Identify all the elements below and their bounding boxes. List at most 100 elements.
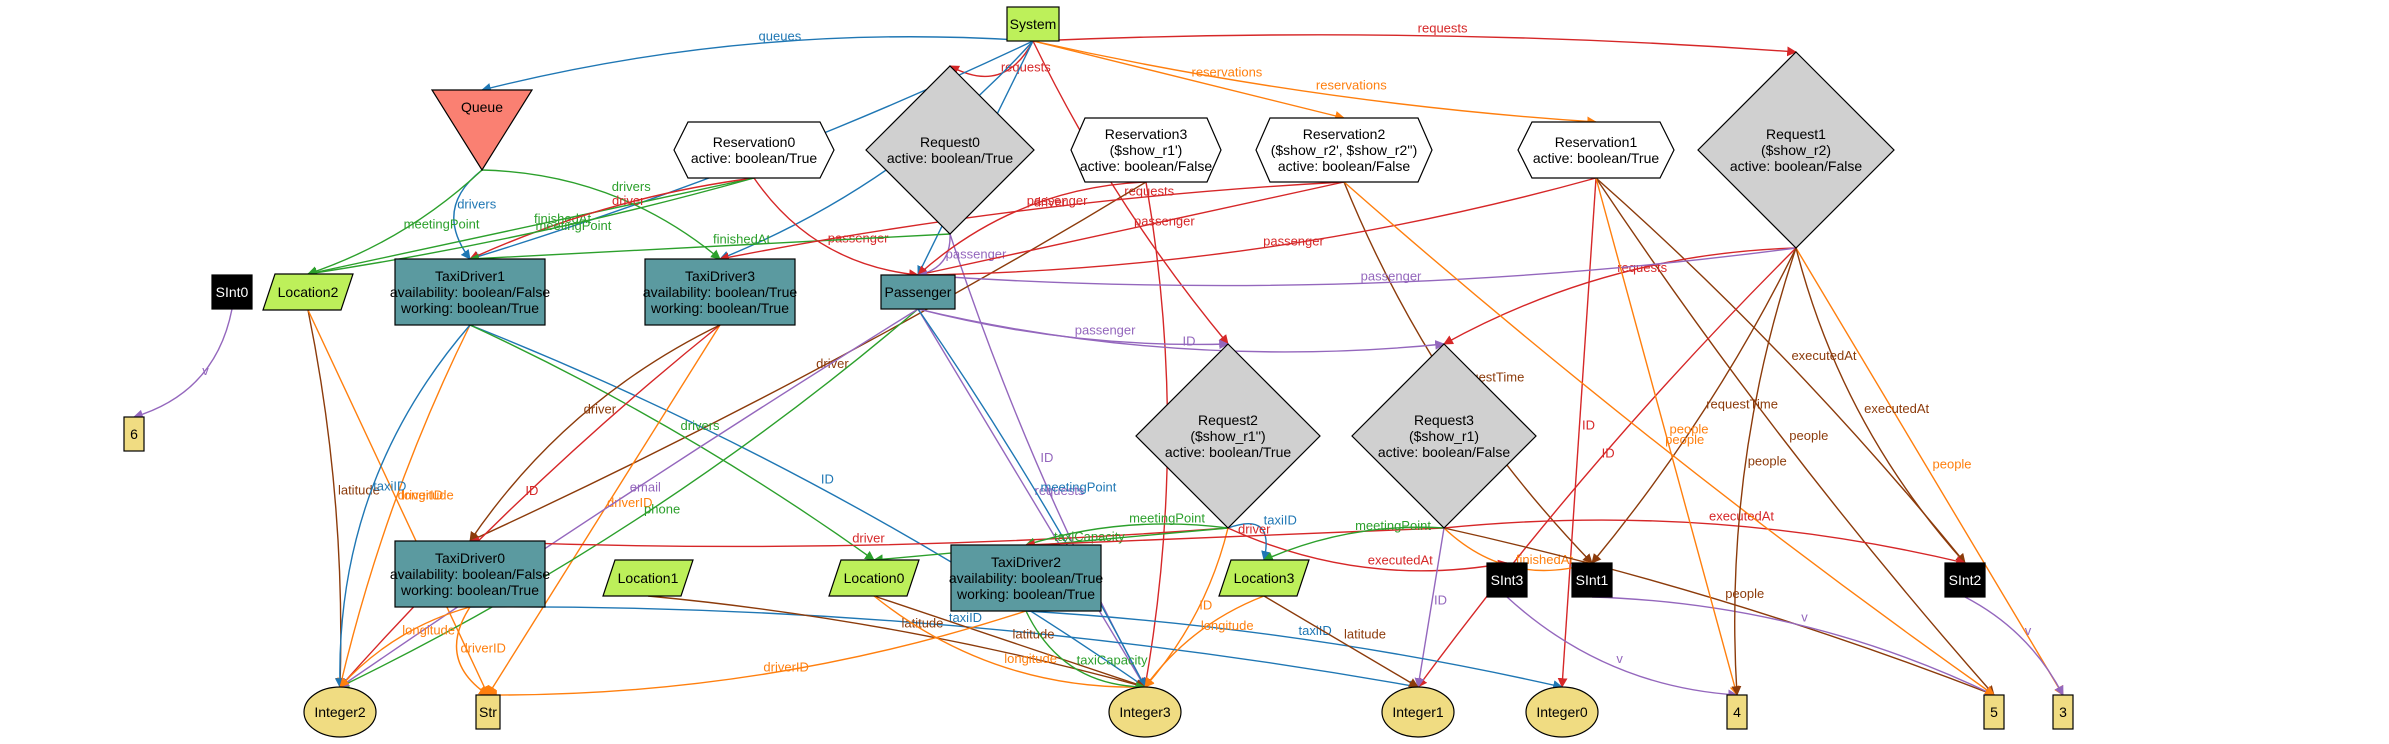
node-reservation2[interactable]: Reservation2($show_r2', $show_r2'')activ… bbox=[1255, 117, 1433, 183]
edge-people bbox=[1731, 247, 1797, 696]
node-integer2[interactable]: Integer2 bbox=[303, 686, 377, 738]
node-passenger[interactable]: Passenger bbox=[880, 274, 956, 310]
node-system[interactable]: System bbox=[1006, 6, 1060, 42]
edge-driver bbox=[1025, 527, 1445, 550]
edge-label: driver bbox=[584, 401, 617, 416]
edge-passenger bbox=[917, 181, 1147, 276]
edge-meetingPoint bbox=[307, 177, 755, 278]
edge-driver bbox=[469, 324, 721, 542]
node-attribute: ($show_r2) bbox=[1761, 142, 1831, 158]
node-three[interactable]: 3 bbox=[2052, 694, 2074, 730]
edge-executedAt bbox=[1595, 177, 1966, 564]
node-queue[interactable]: Queue bbox=[430, 89, 534, 172]
node-attribute: availability: boolean/True bbox=[643, 284, 798, 300]
node-integer0[interactable]: Integer0 bbox=[1525, 686, 1599, 738]
edge-ID bbox=[339, 324, 721, 688]
node-request2[interactable]: Request2($show_r1'')active: boolean/True bbox=[1135, 343, 1321, 529]
edge-taxiID bbox=[1025, 610, 1563, 690]
node-shape bbox=[1255, 117, 1433, 183]
edge-label: taxiID bbox=[1264, 513, 1297, 528]
node-shape bbox=[1697, 51, 1895, 249]
node-str[interactable]: Str bbox=[475, 694, 501, 730]
node-attribute: active: boolean/False bbox=[1080, 158, 1213, 174]
edge-requestTime bbox=[1591, 247, 1797, 564]
node-location0[interactable]: Location0 bbox=[828, 559, 920, 597]
node-title: 3 bbox=[2059, 704, 2067, 720]
edge-executedAt bbox=[1227, 527, 1508, 572]
node-title: Queue bbox=[461, 99, 503, 115]
edge-requests bbox=[1443, 247, 1797, 345]
edge-label: latitude bbox=[1013, 627, 1055, 642]
node-shape bbox=[1983, 694, 2005, 730]
edge-longitude bbox=[339, 606, 471, 688]
edge-label: ID bbox=[525, 483, 538, 498]
edge-label: executedAt bbox=[1368, 552, 1433, 567]
edge-label: driverID bbox=[398, 487, 444, 502]
edge-executedAt bbox=[1443, 519, 1966, 566]
node-title: SInt2 bbox=[1949, 572, 1982, 588]
node-shape bbox=[1525, 686, 1599, 738]
node-title: Reservation3 bbox=[1105, 126, 1188, 142]
node-integer1[interactable]: Integer1 bbox=[1381, 686, 1455, 738]
node-attribute: ($show_r1) bbox=[1409, 428, 1479, 444]
node-title: System bbox=[1010, 16, 1057, 32]
edge-driverID bbox=[455, 606, 489, 696]
edge-label: ID bbox=[1582, 418, 1595, 433]
node-title: Integer3 bbox=[1119, 704, 1171, 720]
edge-longitude bbox=[1144, 595, 1265, 688]
edge-label: meetingPoint bbox=[1041, 479, 1117, 494]
node-five[interactable]: 5 bbox=[1983, 694, 2005, 730]
node-title: 4 bbox=[1733, 704, 1741, 720]
node-shape bbox=[1006, 6, 1060, 42]
edge-ID bbox=[469, 324, 1146, 688]
node-request1[interactable]: Request1($show_r2)active: boolean/False bbox=[1697, 51, 1895, 249]
node-attribute: active: boolean/False bbox=[1378, 444, 1511, 460]
node-sint1[interactable]: SInt1 bbox=[1571, 562, 1613, 598]
node-reservation3[interactable]: Reservation3($show_r1')active: boolean/F… bbox=[1070, 117, 1222, 183]
node-title: TaxiDriver0 bbox=[435, 550, 505, 566]
node-attribute: availability: boolean/True bbox=[949, 570, 1104, 586]
node-title: TaxiDriver1 bbox=[435, 268, 505, 284]
node-location1[interactable]: Location1 bbox=[602, 559, 694, 597]
edge-ID bbox=[917, 308, 1445, 353]
edge-label: passenger bbox=[1075, 322, 1136, 337]
edge-label: people bbox=[1789, 428, 1828, 443]
node-sint3[interactable]: SInt3 bbox=[1486, 562, 1528, 598]
node-location3[interactable]: Location3 bbox=[1218, 559, 1310, 597]
node-title: Request3 bbox=[1414, 412, 1474, 428]
edge-ID bbox=[1414, 527, 1445, 688]
edge-label: taxiID bbox=[1299, 623, 1332, 638]
edge-latitude bbox=[1263, 595, 1419, 688]
node-integer3[interactable]: Integer3 bbox=[1108, 686, 1182, 738]
node-sint0[interactable]: SInt0 bbox=[211, 274, 253, 310]
node-shape bbox=[211, 274, 253, 310]
edge-label: drivers bbox=[612, 179, 652, 194]
edge-label: ID bbox=[1040, 450, 1053, 465]
edge-label: phone bbox=[644, 501, 680, 516]
node-attribute: active: boolean/True bbox=[1165, 444, 1292, 460]
edge-label: passenger bbox=[1263, 233, 1324, 248]
node-six[interactable]: 6 bbox=[123, 416, 145, 452]
node-request3[interactable]: Request3($show_r1)active: boolean/False bbox=[1351, 343, 1537, 529]
node-attribute: availability: boolean/False bbox=[390, 284, 551, 300]
edge-label: drivers bbox=[457, 197, 497, 212]
edge-latitude bbox=[873, 595, 1146, 689]
edge-label: requests bbox=[1001, 60, 1051, 75]
edge-label: v bbox=[1801, 610, 1808, 625]
edge-label: passenger bbox=[946, 246, 1007, 261]
node-four[interactable]: 4 bbox=[1726, 694, 1748, 730]
node-shape bbox=[880, 274, 956, 310]
edge-finishedAt bbox=[469, 233, 951, 264]
node-attribute: ($show_r2', $show_r2'') bbox=[1271, 142, 1418, 158]
edge-label: queues bbox=[759, 29, 802, 44]
node-sint2[interactable]: SInt2 bbox=[1944, 562, 1986, 598]
node-location2[interactable]: Location2 bbox=[262, 273, 354, 311]
edge-taxiID bbox=[334, 324, 471, 688]
